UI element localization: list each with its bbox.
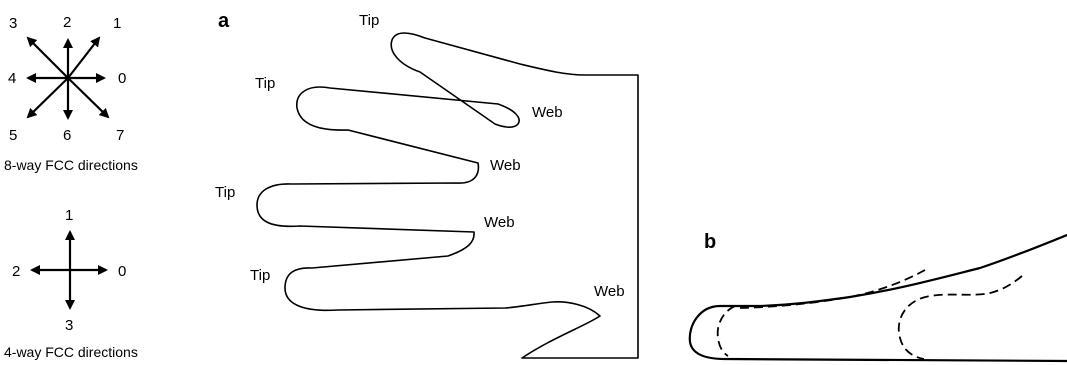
fcc8-label-7: 7	[116, 127, 124, 144]
fcc8-label-0: 0	[118, 70, 126, 87]
fcc8-diagram: 0 1 2 3 4 5 6 7 8-way FCC directions	[4, 14, 138, 173]
tip-label-2: Tip	[255, 75, 275, 92]
tip-label-4: Tip	[250, 267, 270, 284]
fcc4-label-3: 3	[65, 317, 73, 334]
web-label-1: Web	[532, 104, 563, 121]
fcc8-label-4: 4	[8, 70, 16, 87]
panel-b-letter: b	[704, 231, 716, 253]
web-label-4: Web	[594, 283, 625, 300]
fcc4-label-0: 0	[118, 263, 126, 280]
tip-label-1: Tip	[359, 12, 379, 29]
fcc8-label-6: 6	[63, 127, 71, 144]
fcc8-arrow-1	[67, 36, 101, 79]
panel-a: a Tip Tip Tip Tip Web Web Web Web	[215, 10, 639, 359]
fcc8-arrow-5	[26, 77, 69, 119]
fcc8-label-3: 3	[9, 15, 17, 32]
web-label-2: Web	[490, 157, 521, 174]
fcc4-diagram: 0 1 2 3 4-way FCC directions	[4, 207, 138, 360]
nail-bed-outline	[739, 269, 926, 309]
fcc8-label-1: 1	[113, 15, 121, 32]
fcc8-arrow-3	[26, 36, 69, 79]
fcc4-label-2: 2	[12, 263, 20, 280]
fcc4-label-1: 1	[65, 207, 73, 224]
tip-label-3: Tip	[215, 184, 235, 201]
fcc4-caption: 4-way FCC directions	[4, 344, 138, 360]
fcc8-caption: 8-way FCC directions	[4, 157, 138, 173]
panel-b: b	[688, 231, 1067, 363]
hand-contour	[256, 32, 639, 359]
web-label-3: Web	[484, 214, 515, 231]
nail-outline	[716, 305, 736, 357]
panel-a-letter: a	[218, 10, 230, 32]
finger-outline	[688, 233, 1067, 363]
fcc8-arrow-7	[67, 77, 110, 119]
joint-outline	[897, 275, 1023, 360]
fcc8-arrows	[26, 36, 110, 120]
fcc8-label-5: 5	[9, 127, 17, 144]
fcc8-label-2: 2	[63, 14, 71, 31]
fcc4-arrows	[30, 230, 108, 310]
